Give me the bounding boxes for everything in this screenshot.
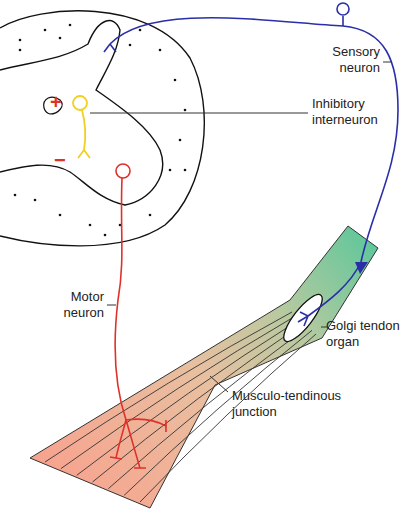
interneuron-label: Inhibitory interneuron bbox=[312, 96, 394, 128]
white-matter-dots bbox=[14, 24, 187, 237]
spinal-cord-outline bbox=[0, 11, 204, 246]
motor-label: Motor neuron bbox=[44, 289, 104, 321]
dot bbox=[14, 194, 17, 197]
dot bbox=[44, 29, 47, 32]
motor-neuron bbox=[110, 164, 166, 468]
dot bbox=[159, 49, 162, 52]
fibre bbox=[45, 312, 292, 462]
inhibitory-interneuron bbox=[73, 96, 90, 158]
golgi-label: Golgi tendon organ bbox=[326, 318, 400, 350]
fibre bbox=[140, 334, 316, 502]
sensory-label: Sensory neuron bbox=[318, 44, 380, 76]
sensory-arrowhead bbox=[355, 262, 368, 274]
junction-label: Musculo-tendinous junction bbox=[232, 388, 362, 420]
dot bbox=[129, 44, 132, 47]
dot bbox=[174, 79, 177, 82]
minus-sign: − bbox=[54, 150, 66, 170]
dot bbox=[69, 24, 72, 27]
muscle-tendon bbox=[30, 226, 378, 508]
fibre bbox=[124, 330, 312, 495]
dot bbox=[179, 139, 182, 142]
plus-sign: + bbox=[50, 92, 62, 112]
golgi-tendon-organ bbox=[278, 290, 328, 347]
sensory-neuron bbox=[104, 3, 398, 326]
dot bbox=[104, 234, 107, 237]
dot bbox=[149, 214, 152, 217]
dot bbox=[34, 199, 37, 202]
dot bbox=[19, 39, 22, 42]
dot bbox=[89, 224, 92, 227]
dot bbox=[19, 49, 22, 52]
fibre bbox=[108, 327, 308, 489]
dot bbox=[169, 169, 172, 172]
dot bbox=[59, 214, 62, 217]
dot bbox=[184, 169, 187, 172]
dot bbox=[59, 37, 62, 40]
dot bbox=[139, 29, 142, 32]
dot bbox=[184, 109, 187, 112]
